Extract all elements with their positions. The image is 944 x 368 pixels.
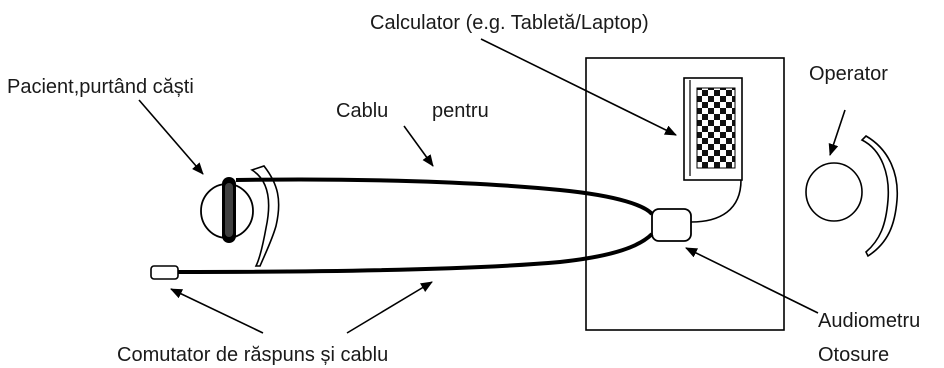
laptop-screen: [696, 87, 736, 169]
arrow-operator: [828, 109, 846, 156]
audiometer-device: [651, 208, 692, 242]
label-computer: Calculator (e.g. Tabletă/Laptop): [370, 12, 649, 34]
operator-figure: [805, 134, 899, 258]
label-switch: Comutator de răspuns și cablu: [117, 344, 388, 366]
label-audiometer: Audiometru: [818, 310, 920, 332]
arrow-computer: [480, 38, 677, 136]
patient-figure: [200, 165, 280, 267]
response-switch-cable: [176, 232, 654, 274]
audiometer-laptop-cable: [690, 179, 742, 223]
response-switch: [150, 265, 179, 280]
arrow-patient: [138, 99, 204, 175]
operator-head: [805, 162, 863, 222]
patient-body: [250, 165, 280, 267]
headphones-icon: [222, 177, 236, 243]
label-cable: Cablu: [336, 100, 388, 122]
label-cable-for: pentru: [432, 100, 489, 122]
arrow-switch-cable: [346, 281, 433, 334]
arrow-switch-device: [170, 288, 264, 334]
label-operator: Operator: [809, 63, 888, 85]
arrow-audiometer: [685, 247, 819, 314]
arrow-cable: [403, 125, 434, 167]
headphone-cable: [235, 177, 654, 216]
label-patient: Pacient,purtând căști: [7, 76, 194, 98]
operator-body: [860, 134, 899, 258]
label-audiometer-model: Otosure: [818, 344, 889, 366]
laptop-icon: [683, 77, 743, 181]
